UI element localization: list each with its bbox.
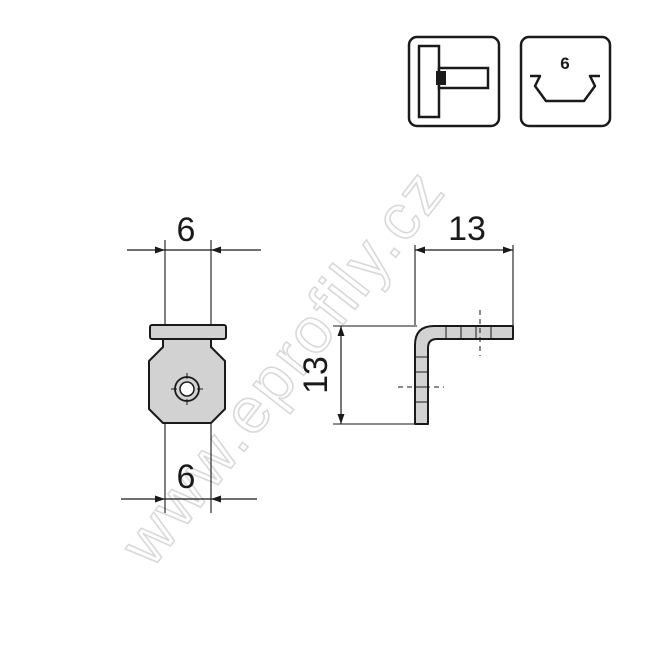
side-vertical-label: 13: [297, 356, 335, 394]
front-bottom-width-label: 6: [177, 458, 196, 496]
mounting-type-badge: [407, 35, 501, 128]
side-vertical-dimension: 13: [297, 326, 345, 424]
side-horizontal-dimension: 13: [415, 210, 513, 254]
side-horizontal-label: 13: [448, 210, 486, 248]
clip-side-part: [398, 310, 514, 425]
slot-size-label: 6: [560, 54, 569, 73]
side-view: 13 13: [297, 210, 514, 425]
front-bottom-dimension: 6: [121, 458, 257, 503]
profile-slot-badge: 6: [519, 35, 612, 128]
front-top-width-label: 6: [177, 211, 196, 249]
front-top-dimension: 6: [127, 211, 261, 254]
clip-front-part: [148, 324, 227, 424]
front-view: 6 6: [121, 211, 261, 513]
